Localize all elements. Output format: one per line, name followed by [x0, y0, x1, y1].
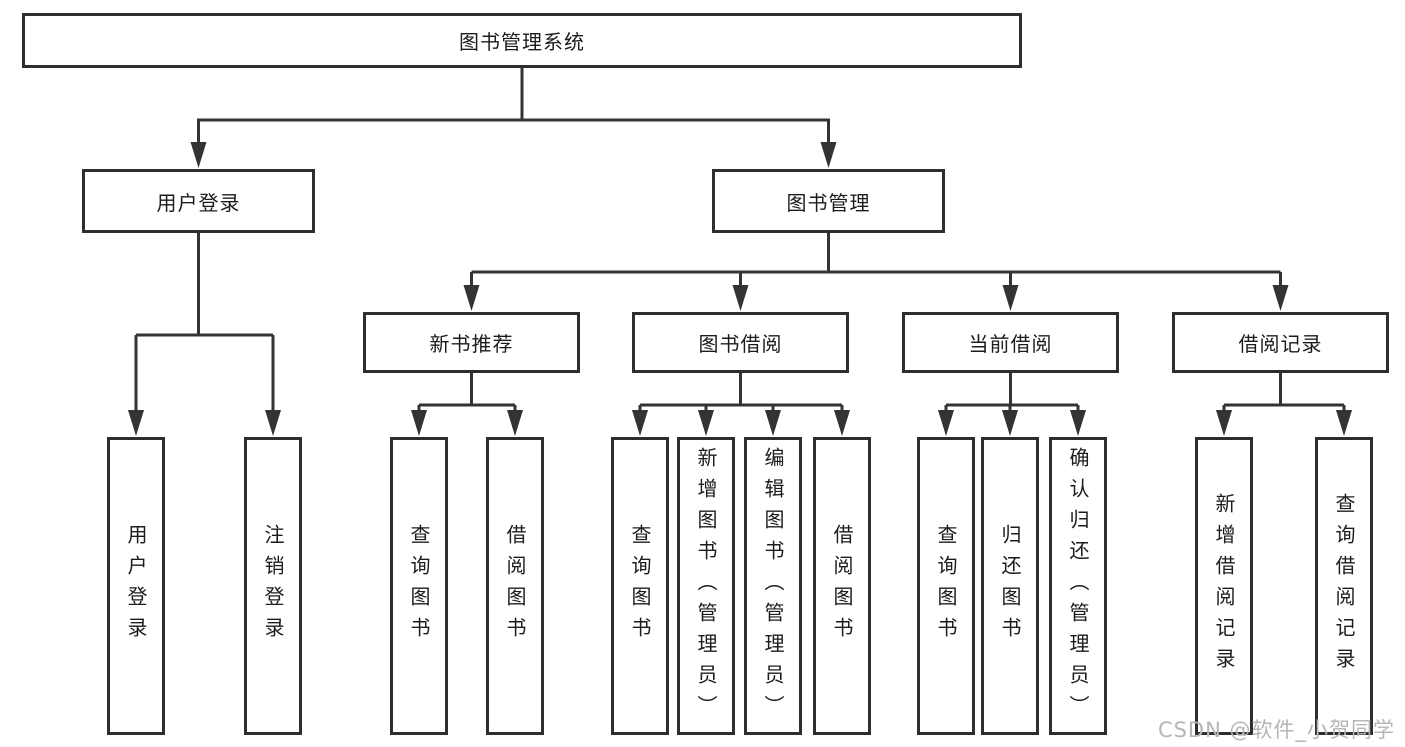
node-confirm-return-admin: 确认归还（管理员） — [1049, 437, 1107, 735]
node-label: 查询图书 — [934, 524, 958, 648]
node-label: 借阅图书 — [830, 524, 854, 648]
arrowhead-down-icon — [463, 285, 480, 311]
node-label: 新增图书（管理员） — [694, 446, 718, 726]
node-borrowing-records: 借阅记录 — [1172, 312, 1389, 373]
arrowhead-down-icon — [698, 410, 714, 436]
node-label: 新书推荐 — [429, 332, 514, 356]
node-label: 借阅图书 — [503, 524, 527, 648]
node-edit-books-admin: 编辑图书（管理员） — [744, 437, 802, 735]
node-label: 图书管理 — [786, 190, 871, 215]
node-query-books-current: 查询图书 — [917, 437, 975, 735]
node-book-management: 图书管理 — [712, 169, 945, 233]
arrowhead-down-icon — [1002, 285, 1019, 311]
arrowhead-down-icon — [190, 142, 207, 168]
node-new-book-recommend: 新书推荐 — [363, 312, 580, 373]
arrowhead-down-icon — [732, 285, 749, 311]
node-add-books-admin: 新增图书（管理员） — [677, 437, 735, 735]
arrowhead-down-icon — [632, 410, 648, 436]
arrowhead-down-icon — [1002, 410, 1018, 436]
node-label: 当前借阅 — [968, 332, 1053, 356]
arrowhead-down-icon — [128, 410, 144, 436]
node-label: 借阅记录 — [1238, 332, 1323, 356]
arrowhead-down-icon — [1070, 410, 1086, 436]
arrowhead-down-icon — [507, 410, 523, 436]
node-add-borrow-record: 新增借阅记录 — [1195, 437, 1253, 735]
node-label: 用户登录 — [124, 524, 148, 648]
node-label: 确认归还（管理员） — [1066, 446, 1090, 726]
node-borrow-books-recommend: 借阅图书 — [486, 437, 544, 735]
node-label: 图书管理系统 — [459, 30, 585, 54]
node-label: 查询借阅记录 — [1332, 493, 1356, 679]
node-query-books-recommend: 查询图书 — [390, 437, 448, 735]
node-label: 用户登录 — [156, 190, 241, 215]
node-query-books-borrowing: 查询图书 — [611, 437, 669, 735]
arrowhead-down-icon — [411, 410, 427, 436]
arrowhead-down-icon — [265, 410, 281, 436]
node-logout: 注销登录 — [244, 437, 302, 735]
arrowhead-down-icon — [1216, 410, 1232, 436]
node-label: 图书借阅 — [698, 332, 783, 356]
node-return-books: 归还图书 — [981, 437, 1039, 735]
node-book-system: 图书管理系统 — [22, 13, 1022, 68]
node-book-borrowing: 图书借阅 — [632, 312, 849, 373]
node-user-login-action: 用户登录 — [107, 437, 165, 735]
node-query-borrow-record: 查询借阅记录 — [1315, 437, 1373, 735]
node-user-login: 用户登录 — [82, 169, 315, 233]
arrowhead-down-icon — [765, 410, 781, 436]
node-label: 注销登录 — [261, 524, 285, 648]
node-label: 查询图书 — [628, 524, 652, 648]
node-label: 查询图书 — [407, 524, 431, 648]
arrowhead-down-icon — [938, 410, 954, 436]
node-borrow-books-borrowing: 借阅图书 — [813, 437, 871, 735]
node-label: 新增借阅记录 — [1212, 493, 1236, 679]
node-current-borrowing: 当前借阅 — [902, 312, 1119, 373]
arrowhead-down-icon — [820, 142, 837, 168]
node-label: 归还图书 — [998, 524, 1022, 648]
arrowhead-down-icon — [1336, 410, 1352, 436]
csdn-watermark: CSDN @软件_小贺同学 — [1157, 718, 1395, 742]
node-label: 编辑图书（管理员） — [761, 446, 785, 726]
arrowhead-down-icon — [834, 410, 850, 436]
arrowhead-down-icon — [1272, 285, 1289, 311]
